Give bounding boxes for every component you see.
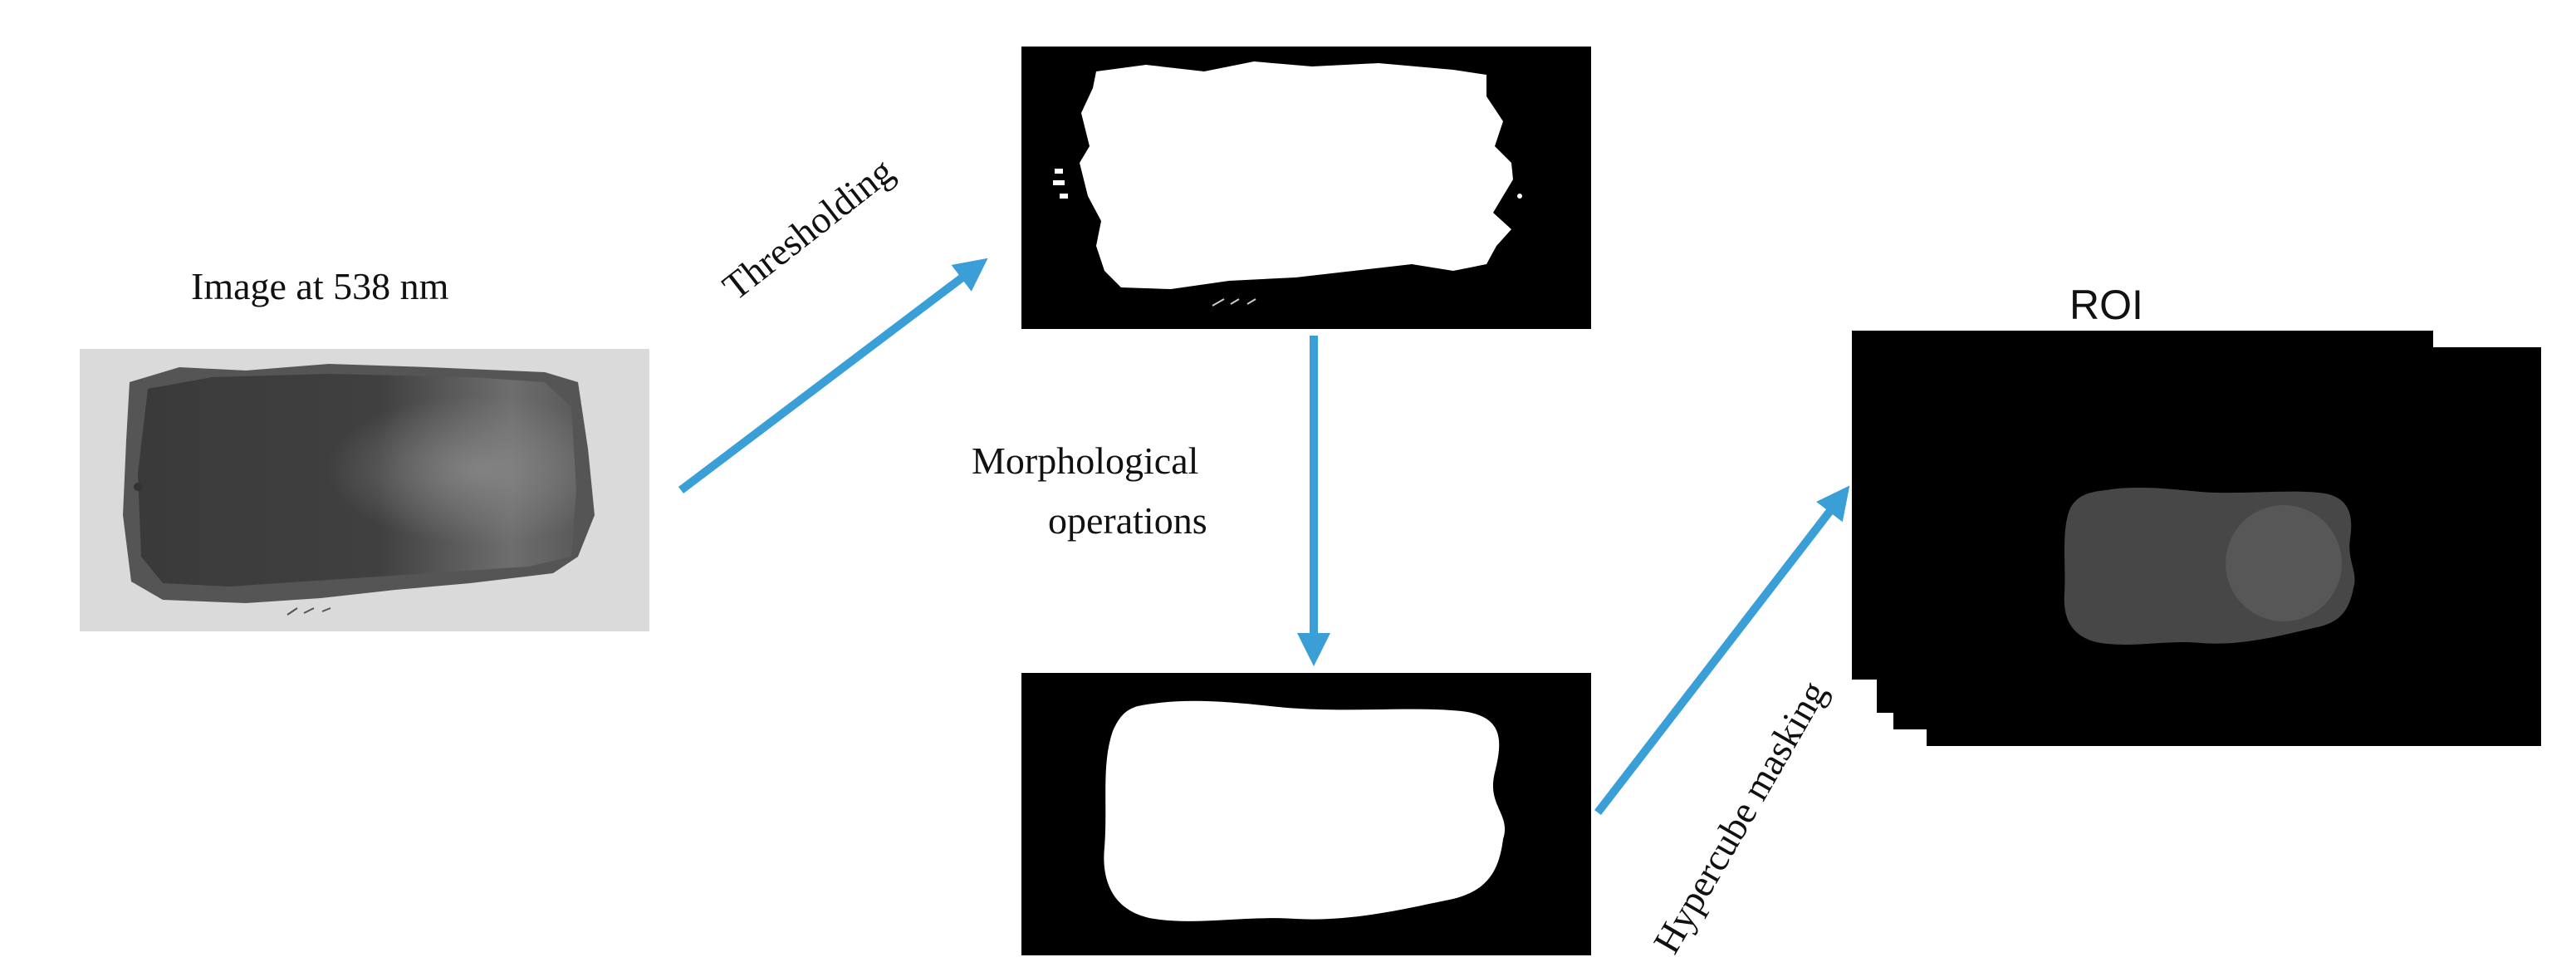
original-image-panel [80,349,649,631]
morphological-label-line1: Morphological [972,439,1199,482]
arrow-to-roi [1594,485,1850,816]
roi-hypercube-stack [1852,331,2549,746]
roi-label: ROI [2069,282,2143,328]
arrow-to-thresholding [678,258,988,493]
thresholded-mask-panel [1021,47,1591,329]
morphological-label-line2: operations [1048,499,1207,542]
morphological-mask-panel [1021,673,1591,955]
original-image-label: Image at 538 nm [191,265,449,307]
